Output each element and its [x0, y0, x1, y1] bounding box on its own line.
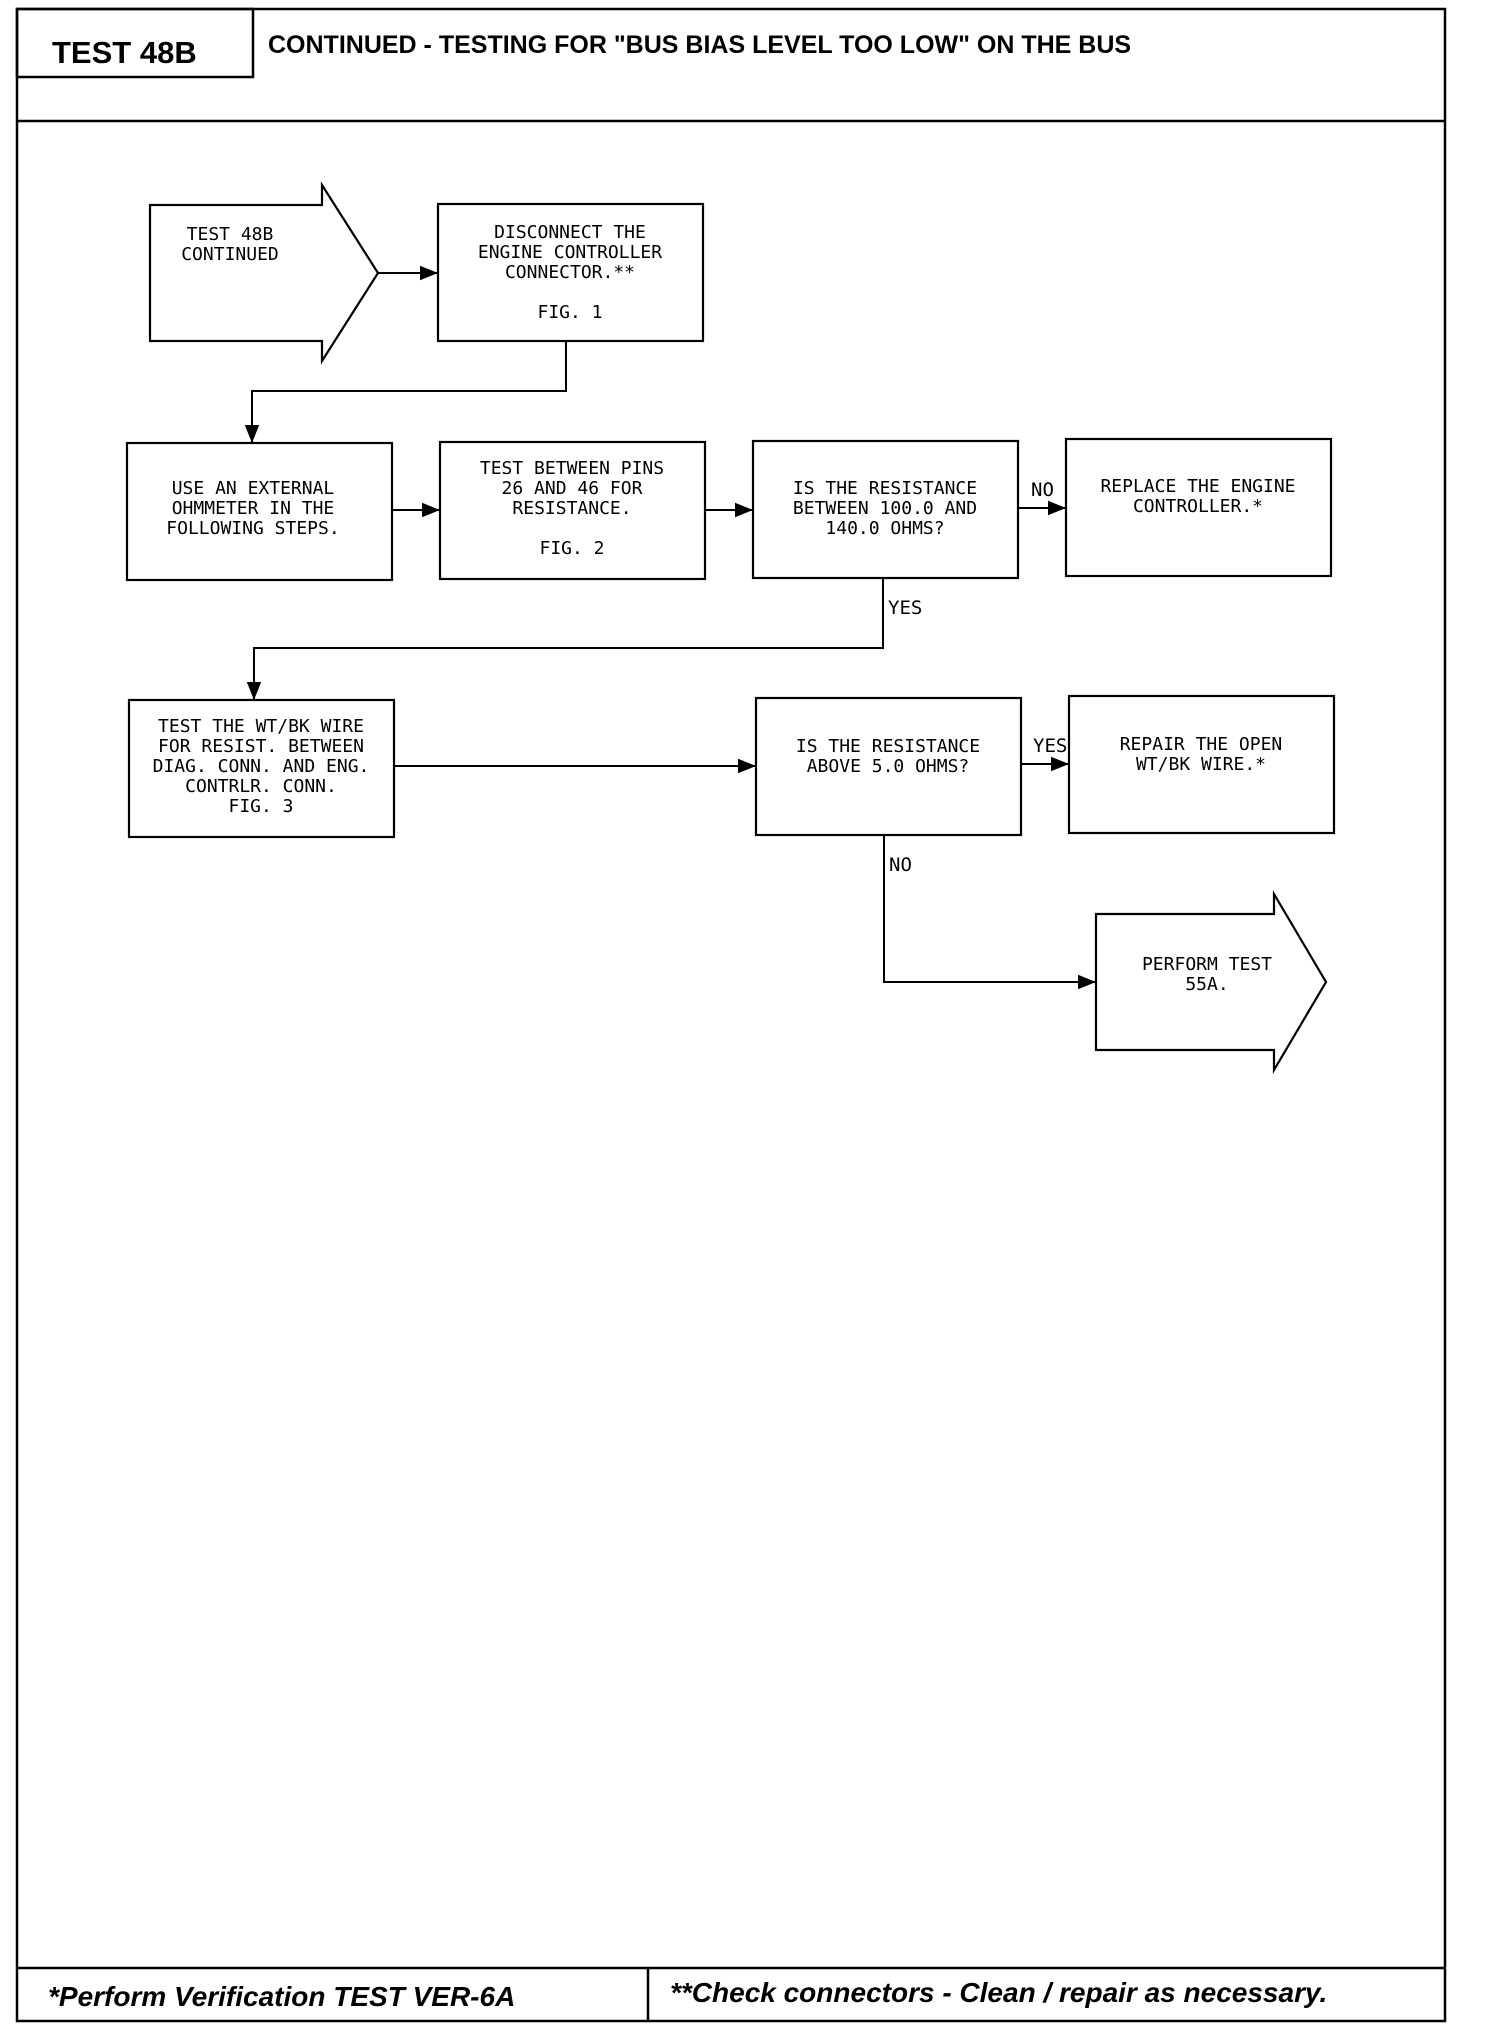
connector-decision-testwire: [246, 578, 884, 700]
decision-above-box: [754, 696, 1023, 837]
test-wire-box: [127, 698, 396, 839]
ohmmeter-box: [125, 441, 394, 582]
test-wire-line: FOR RESIST. BETWEEN: [158, 736, 364, 757]
replace-line: CONTROLLER.*: [1133, 496, 1263, 517]
repair-line: WT/BK WIRE.*: [1136, 754, 1266, 775]
test-wire-line: CONTRLR. CONN.: [185, 776, 337, 797]
disconnect-line: FIG. 1: [537, 302, 602, 323]
connector-decision-perform: [883, 835, 1096, 990]
test-wire-line: FIG. 3: [228, 796, 293, 817]
q-above-line: IS THE RESISTANCE: [796, 736, 980, 757]
test-id: TEST 48B: [52, 35, 197, 70]
start-arrow-shape: [148, 181, 380, 365]
edge-label-no-1: NO: [1031, 479, 1054, 501]
connectors: [244, 265, 1096, 990]
disconnect-box: [436, 202, 705, 343]
test-wire-line: TEST THE WT/BK WIRE: [158, 716, 364, 737]
decision-resistance-box: [751, 439, 1020, 580]
repair-line: REPAIR THE OPEN: [1120, 734, 1283, 755]
perform-line: 55A.: [1185, 974, 1228, 995]
ohmmeter-line: USE AN EXTERNAL: [172, 478, 335, 499]
footer-left-note: *Perform Verification TEST VER-6A: [48, 1981, 515, 2012]
q-above-line: ABOVE 5.0 OHMS?: [807, 756, 970, 777]
footer: *Perform Verification TEST VER-6A **Chec…: [17, 1966, 1445, 2021]
disconnect-line: DISCONNECT THE: [494, 222, 646, 243]
repair-wire-box: [1067, 694, 1336, 835]
connector-disconnect-ohmmeter: [244, 341, 567, 443]
q-resistance-line: BETWEEN 100.0 AND: [793, 498, 977, 519]
page-frame: [15, 7, 1447, 2023]
perform-line: PERFORM TEST: [1142, 954, 1272, 975]
test-pins-line: TEST BETWEEN PINS: [480, 458, 664, 479]
ohmmeter-line: FOLLOWING STEPS.: [166, 518, 339, 539]
disconnect-line: CONNECTOR.**: [505, 262, 635, 283]
test-pins-line: 26 AND 46 FOR: [502, 478, 643, 499]
perform-arrow-shape: [1094, 889, 1328, 1075]
test-id-box: [15, 7, 255, 79]
header: TEST 48B CONTINUED - TESTING FOR "BUS BI…: [15, 7, 1445, 123]
replace-controller-box: [1064, 437, 1333, 578]
test-pins-line: FIG. 2: [539, 538, 604, 559]
test-pins-line: RESISTANCE.: [512, 498, 631, 519]
edge-label-no-2: NO: [889, 854, 912, 876]
start-line: CONTINUED: [181, 244, 279, 265]
replace-line: REPLACE THE ENGINE: [1100, 476, 1295, 497]
q-resistance-line: IS THE RESISTANCE: [793, 478, 977, 499]
footer-right-note: **Check connectors - Clean / repair as n…: [670, 1977, 1327, 2008]
ohmmeter-line: OHMMETER IN THE: [172, 498, 335, 519]
test-wire-line: DIAG. CONN. AND ENG.: [153, 756, 370, 777]
start-line: TEST 48B: [187, 224, 274, 245]
header-title: CONTINUED - TESTING FOR "BUS BIAS LEVEL …: [268, 31, 1131, 59]
disconnect-line: ENGINE CONTROLLER: [478, 242, 662, 263]
edge-label-yes-1: YES: [888, 597, 922, 619]
q-resistance-line: 140.0 OHMS?: [825, 518, 944, 539]
edge-label-yes-2: YES: [1033, 735, 1067, 757]
